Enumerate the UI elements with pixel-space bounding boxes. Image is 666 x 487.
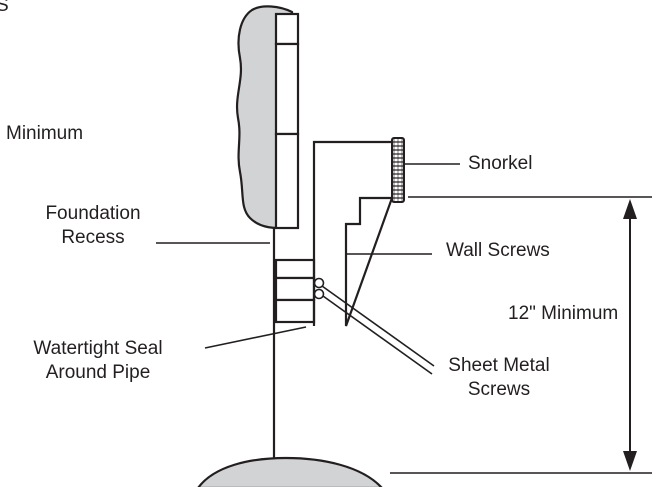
snorkel-cap <box>391 137 405 203</box>
foundation-recess-line1: Foundation <box>45 203 141 224</box>
twelve-inch-minimum-label: 12" Minimum <box>506 302 621 326</box>
top-fragment-label: S <box>0 0 9 16</box>
sheet-metal-screws-line2: Screws <box>467 379 531 400</box>
foundation-recess-line2: Recess <box>61 227 125 248</box>
screw-circle-bottom <box>313 288 325 300</box>
screw-circle-top <box>313 277 325 289</box>
ground-mound <box>197 456 383 487</box>
dimension-arrow <box>623 199 637 471</box>
watertight-seal-line1: Watertight Seal <box>33 338 163 359</box>
minimum-label: Minimum <box>6 123 84 144</box>
watertight-seal-label: Watertight Seal Around Pipe <box>0 337 196 385</box>
block-column <box>274 12 300 230</box>
sheet-metal-leader-2 <box>322 295 433 375</box>
watertight-seal-line2: Around Pipe <box>45 362 151 383</box>
sheet-metal-leader-1 <box>321 285 435 367</box>
wall-screws-label: Wall Screws <box>446 240 550 261</box>
sheet-metal-screws-label: Sheet Metal Screws <box>424 354 574 402</box>
snorkel-label: Snorkel <box>468 153 533 174</box>
bracket-outline <box>312 140 394 327</box>
foundation-recess-label: Foundation Recess <box>28 202 158 250</box>
watertight-leader <box>204 326 307 349</box>
lower-blocks <box>274 258 316 324</box>
sheet-metal-screws-line1: Sheet Metal <box>448 355 550 376</box>
